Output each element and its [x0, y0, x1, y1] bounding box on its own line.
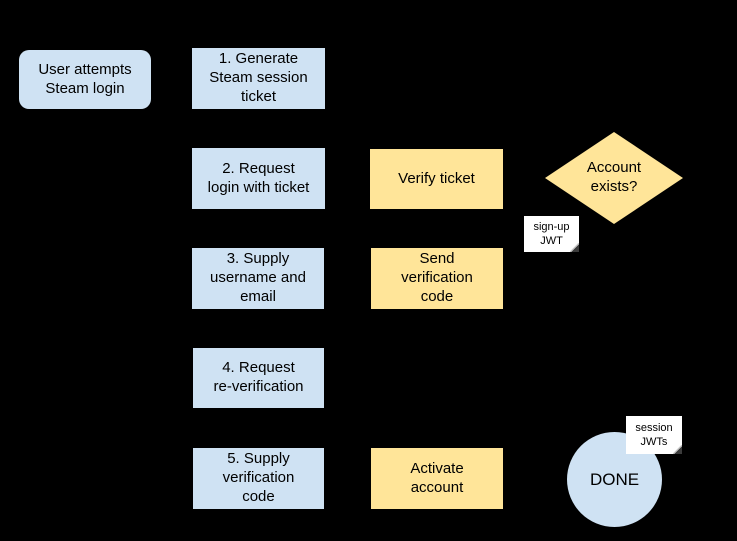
folded-corner-icon [673, 445, 682, 454]
step-4-request-reverification-node: 4. Request re-verification [193, 348, 324, 408]
session-jwts-note-label: session JWTs [635, 421, 673, 448]
session-jwts-note: session JWTs [626, 416, 682, 454]
start-node: User attempts Steam login [19, 50, 151, 109]
folded-corner-icon [570, 243, 579, 252]
send-verification-code-label: Send verification code [401, 250, 473, 305]
activate-account-node: Activate account [371, 448, 503, 509]
step-5-label: 5. Supply verification code [222, 450, 295, 505]
step-1-label: 1. Generate Steam session ticket [209, 50, 308, 105]
send-verification-code-node: Send verification code [371, 248, 503, 309]
verify-ticket-label: Verify ticket [398, 169, 475, 187]
verify-ticket-node: Verify ticket [370, 149, 503, 209]
step-2-request-login-node: 2. Request login with ticket [192, 148, 325, 209]
step-1-generate-ticket-node: 1. Generate Steam session ticket [192, 48, 325, 109]
signup-jwt-note: sign-up JWT [524, 216, 579, 252]
start-node-label: User attempts Steam login [38, 60, 132, 97]
done-label: DONE [589, 469, 640, 489]
signup-jwt-note-label: sign-up JWT [533, 220, 570, 247]
step-5-supply-code-node: 5. Supply verification code [193, 448, 324, 509]
decision-label: Account exists? [586, 159, 642, 195]
decision-account-exists-node: Account exists? [545, 132, 683, 224]
activate-account-label: Activate account [410, 459, 464, 496]
step-3-supply-username-node: 3. Supply username and email [192, 248, 324, 309]
step-3-label: 3. Supply username and email [210, 250, 306, 305]
step-4-label: 4. Request re-verification [213, 359, 304, 395]
step-2-label: 2. Request login with ticket [207, 159, 310, 196]
